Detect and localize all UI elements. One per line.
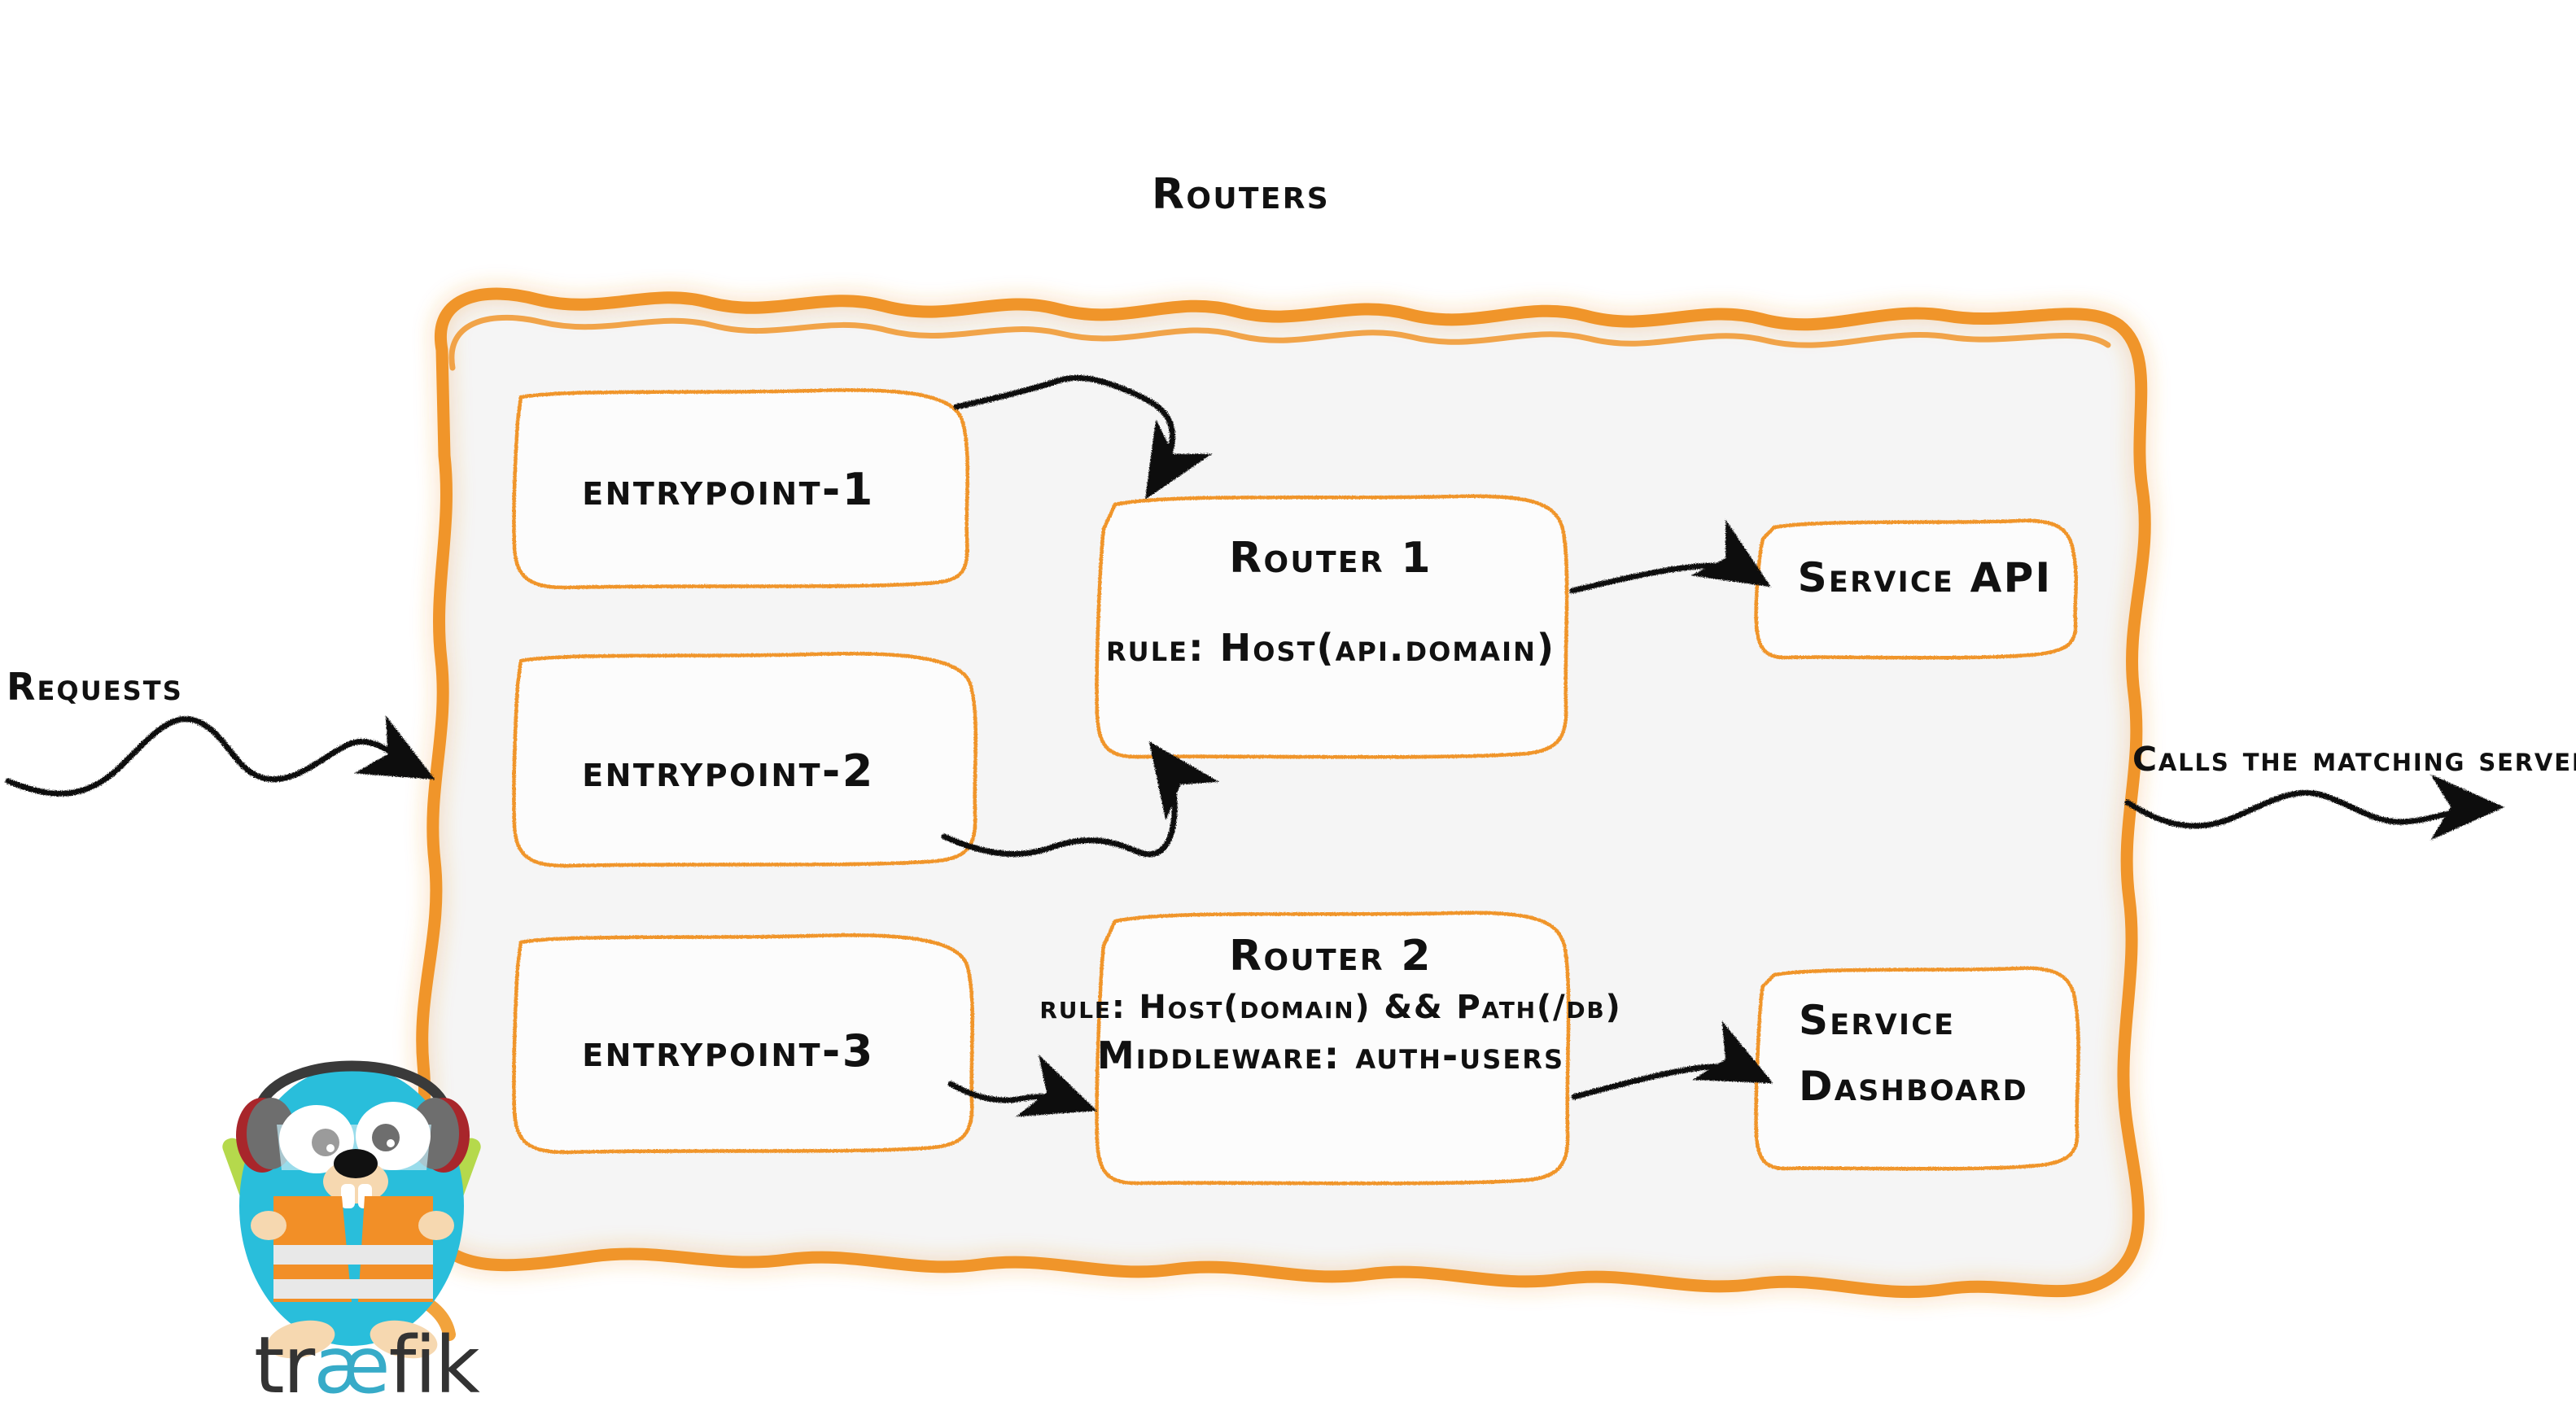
entrypoint-3-box[interactable] <box>512 933 975 1155</box>
headphone-band-icon <box>255 1060 450 1111</box>
arrow-entrypoint2-to-router1 <box>941 741 1219 858</box>
router-1-box[interactable] <box>1095 494 1569 759</box>
vest-stripe-lower <box>273 1279 433 1299</box>
gopher-tooth-left <box>341 1184 355 1208</box>
wordmark-prefix: tr <box>254 1320 315 1411</box>
arrow-entrypoint3-to-router2 <box>947 1054 1097 1117</box>
service-dashboard-label-line-2: Dashboard <box>1799 1062 2028 1110</box>
entrypoint-1[interactable]: entrypoint-1 <box>513 465 944 514</box>
service-api[interactable]: Service API <box>1791 553 2059 602</box>
entrypoint-1-box[interactable] <box>512 388 970 590</box>
service-api-label: Service API <box>1797 553 2053 601</box>
arrow-router1-to-service-api <box>1569 519 1771 594</box>
router-1[interactable]: Router 1 rule: Host(api.domain) <box>1106 513 1554 692</box>
arrow-entrypoint1-to-router1 <box>953 374 1213 500</box>
router-2-middleware: Middleware: auth-users <box>1096 1033 1565 1077</box>
routers-title-label: Routers <box>1152 170 1331 219</box>
requests-caption-label: Requests <box>7 665 183 709</box>
arrow-container-to-matching-server <box>2124 774 2504 841</box>
page-title: Routers <box>1058 173 1628 217</box>
service-dashboard-box[interactable] <box>1754 966 2080 1171</box>
router-2-box[interactable] <box>1095 911 1571 1186</box>
arrow-router2-to-service-dashboard <box>1571 1020 1773 1100</box>
eye-highlight-left <box>326 1144 335 1152</box>
gopher-hand-left <box>251 1211 286 1240</box>
service-dashboard[interactable]: Service Dashboard <box>1799 999 2067 1129</box>
entrypoint-1-label: entrypoint-1 <box>582 463 875 515</box>
traefik-gopher-mascot <box>222 1060 481 1359</box>
vest-stripe-upper <box>273 1245 433 1265</box>
entrypoint-3[interactable]: entrypoint-3 <box>513 1027 944 1076</box>
service-api-box[interactable] <box>1754 518 2078 660</box>
traefik-wordmark: træfik <box>254 1326 498 1408</box>
router-2[interactable]: Router 2 rule: Host(domain) && Path(/db)… <box>1039 932 1620 1113</box>
gopher-foot-left <box>267 1320 335 1359</box>
entrypoint-3-label: entrypoint-3 <box>582 1024 875 1077</box>
entrypoint-2-label: entrypoint-2 <box>582 745 875 797</box>
gopher-nose <box>334 1149 378 1178</box>
gopher-pupil-left <box>312 1129 339 1156</box>
wordmark-suffix: fik <box>388 1320 480 1411</box>
calls-matching-server-caption: Calls the matching server <box>2132 740 2576 779</box>
entrypoint-2-box[interactable] <box>512 652 978 868</box>
wordmark-ae-ligature: æ <box>313 1320 390 1411</box>
routers-container-border-second-pass <box>448 314 2111 371</box>
router-1-rule: rule: Host(api.domain) <box>1105 626 1556 671</box>
arrow-requests-to-container <box>5 714 435 797</box>
gopher-foot-right <box>370 1320 438 1359</box>
gopher-pupil-right <box>372 1124 400 1151</box>
eye-highlight-right <box>387 1139 395 1147</box>
router-2-title: Router 2 <box>1229 932 1432 981</box>
gopher-hand-right <box>418 1211 454 1240</box>
router-1-title: Router 1 <box>1229 534 1432 583</box>
requests-caption: Requests <box>7 665 348 709</box>
entrypoint-2[interactable]: entrypoint-2 <box>513 747 944 796</box>
calls-matching-server-label: Calls the matching server <box>2132 740 2576 779</box>
service-dashboard-label-line-1: Service <box>1799 997 1956 1044</box>
routers-container-border <box>415 287 2151 1299</box>
router-2-rule: rule: Host(domain) && Path(/db) <box>1039 988 1622 1026</box>
